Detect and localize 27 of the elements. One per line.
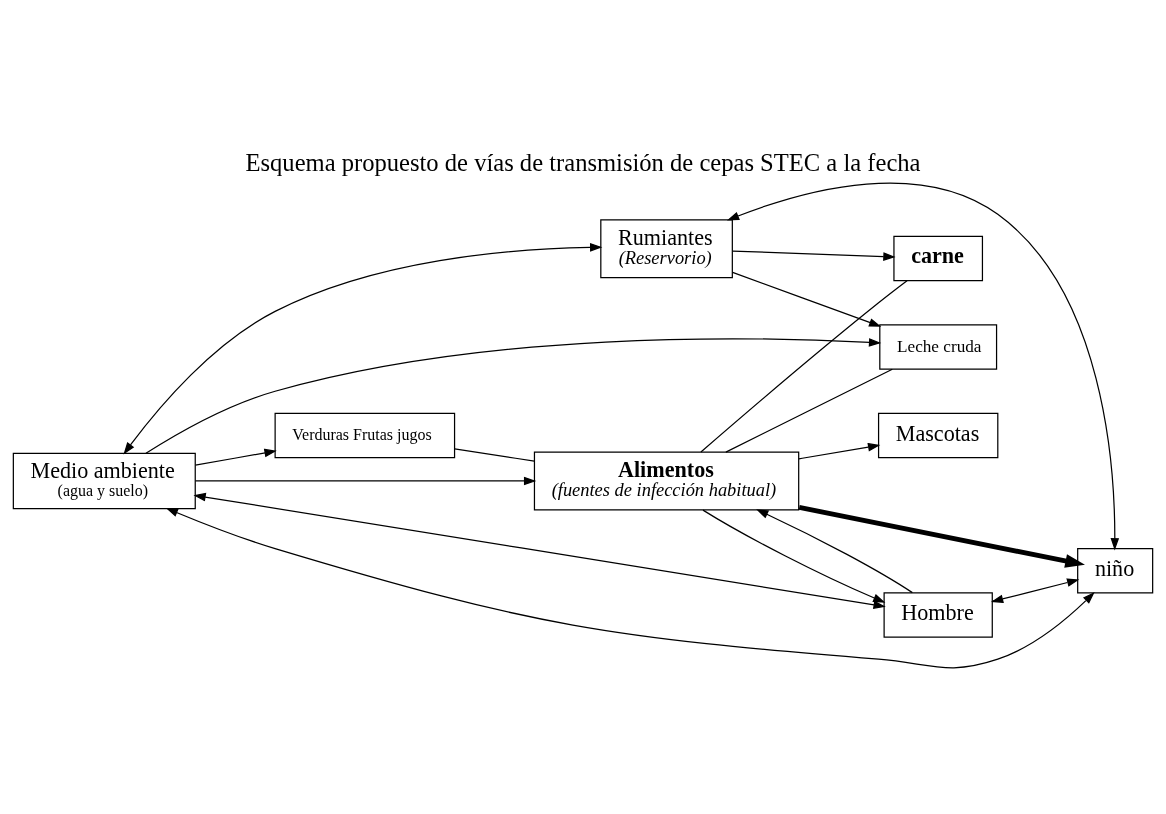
arrow: [756, 509, 913, 594]
arrow: [702, 509, 886, 603]
node-box: Rumiantes (Reservorio): [600, 219, 733, 279]
arrow: [990, 578, 1080, 604]
arrow: [145, 338, 882, 454]
node-box: Leche cruda: [879, 324, 998, 370]
node-box: Alimentos (fuentes de infección habitual): [533, 451, 800, 511]
arrow: [732, 271, 882, 327]
connector: [454, 448, 535, 462]
arrow: [193, 492, 886, 609]
arrow: [726, 182, 1120, 551]
node-box: niño: [1077, 547, 1154, 594]
node-box: Mascotas: [877, 412, 999, 459]
connector: [700, 280, 908, 453]
node-box: Verduras Frutas jugos: [274, 412, 456, 459]
arrow: [732, 250, 896, 261]
arrow: [165, 507, 1095, 669]
node-box: carne: [893, 235, 984, 282]
arrow: [798, 505, 1085, 568]
arrow: [194, 476, 537, 486]
arrow: [798, 442, 881, 460]
arrow: [123, 243, 603, 455]
connector: [725, 368, 893, 453]
arrow: [194, 448, 277, 466]
diagram-title: Esquema propuesto de vías de transmisión de cepas STEC a la fecha: [245, 148, 921, 176]
node-box: Medio ambiente (agua y suelo): [12, 452, 196, 510]
node-box: Hombre: [883, 592, 993, 638]
